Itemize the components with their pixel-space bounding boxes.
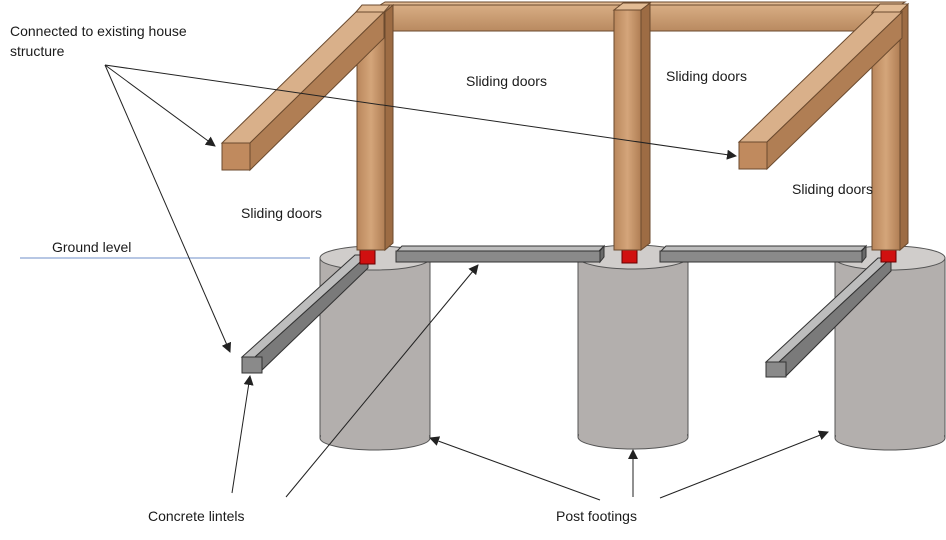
label-ground-level: Ground level — [52, 239, 132, 255]
lintel-front-left — [240, 253, 370, 374]
post-left — [356, 3, 394, 252]
label-sliding-doors-2: Sliding doors — [666, 68, 747, 84]
label-house-connection: Connected to existing house structure — [10, 23, 187, 59]
pointer-house-right — [104, 64, 737, 160]
label-sliding-doors-1: Sliding doors — [466, 73, 547, 89]
lintel-back-left — [395, 244, 606, 264]
pointer-lintel-front — [231, 375, 254, 494]
label-concrete-lintels: Concrete lintels — [148, 508, 245, 524]
footing-right — [834, 245, 946, 451]
pointer-lintel-back — [285, 264, 479, 498]
pointer-house-left — [104, 64, 216, 147]
footing-middle — [577, 244, 689, 450]
pointer-house-lintel — [104, 64, 231, 353]
label-sliding-doors-3: Sliding doors — [792, 181, 873, 197]
label-sliding-doors-4: Sliding doors — [241, 205, 322, 221]
beam-to-house-right — [737, 10, 904, 171]
label-post-footings: Post footings — [556, 508, 637, 524]
beam-to-house-left — [220, 4, 392, 172]
lintel-back-right — [659, 244, 868, 264]
pointer-footing-left — [429, 436, 601, 501]
pointer-footing-right — [659, 430, 829, 499]
post-middle — [612, 1, 652, 252]
lintel-front-right — [764, 256, 893, 378]
